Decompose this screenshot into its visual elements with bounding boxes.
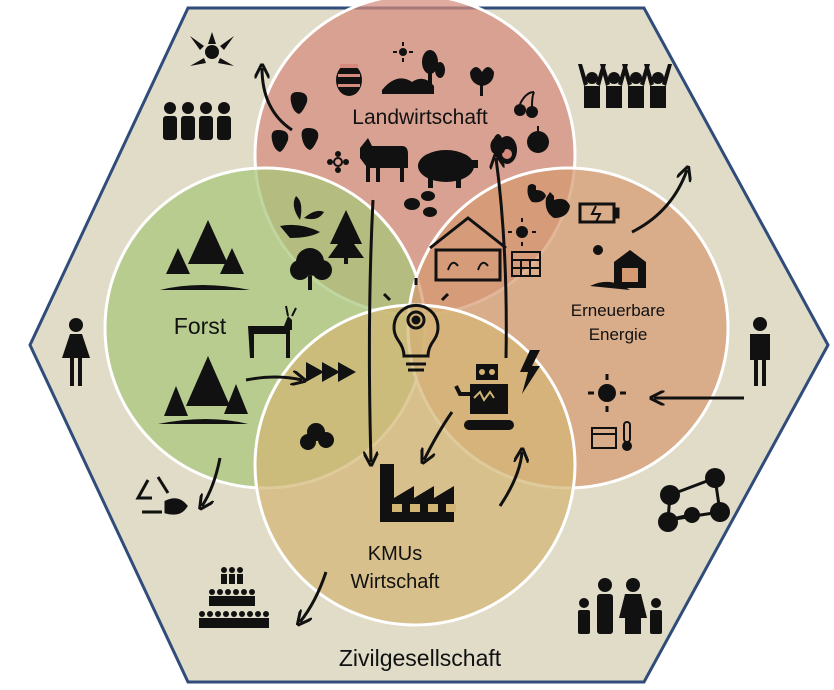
flower-icon [327, 151, 349, 173]
civil-society-label: Zivilgesellschaft [338, 645, 502, 671]
pear-icon [490, 134, 506, 155]
arrow-agri-to-sme [369, 199, 373, 462]
seedling-hand-icon [280, 196, 324, 238]
energy-label-line1: Erneuerbare [570, 301, 666, 320]
arrow-factory-to-robot [498, 452, 522, 507]
factory-icon [380, 464, 456, 522]
apple-icon [527, 126, 549, 153]
man-icon [750, 317, 770, 386]
flow-arrows [202, 68, 744, 622]
hands-circle-icon [190, 32, 234, 66]
arrow-sme-to-civil [300, 571, 328, 622]
deer-icon [248, 305, 297, 358]
lightning-icon [520, 350, 540, 394]
arrow-forest-logs [245, 377, 302, 380]
arrow-forest-to-civil [202, 457, 222, 506]
energy-label-line2: Energie [588, 325, 648, 344]
forest-icon [158, 356, 248, 424]
logs-icon [306, 362, 356, 382]
chicken-icon [527, 184, 546, 203]
smes-label: KMUs Wirtschaft [320, 540, 470, 596]
energy-label: Erneuerbare Energie [548, 299, 688, 347]
eggs-icon [404, 191, 437, 217]
smes-label-line1: KMUs [367, 543, 423, 565]
lightbulb-gear-icon [382, 278, 450, 372]
greenhouse-icon [429, 216, 507, 282]
family-icon [578, 578, 662, 634]
network-people-icon [658, 468, 730, 532]
recycle-icon [135, 476, 188, 515]
tree-icon [422, 50, 445, 84]
arrow-energy-to-civil [631, 170, 687, 234]
sun-icon [393, 42, 413, 62]
tree-round-icon [290, 248, 332, 290]
population-pyramid-icon [199, 567, 269, 628]
smes-label-line2: Wirtschaft [350, 571, 440, 593]
hills-icon [382, 78, 434, 94]
woman-icon [62, 318, 90, 386]
raised-hands-people-icon [578, 64, 672, 108]
forest-icon [160, 220, 250, 290]
rooster-icon [545, 192, 570, 218]
sun-icon [588, 374, 626, 412]
calendar-icon [591, 427, 617, 449]
agriculture-label: Landwirtschaft [352, 106, 488, 129]
tulip-icon [470, 67, 494, 96]
tree-pine-icon [328, 210, 364, 264]
robot-icon [454, 364, 514, 430]
strawberry-icon [271, 92, 319, 152]
calendar-icon [511, 251, 541, 277]
arrow-robot-to-agri [496, 158, 508, 359]
people-group-icon [163, 102, 231, 140]
sun-icon [508, 218, 536, 246]
pig-icon [418, 150, 478, 188]
battery-charging-icon [578, 202, 620, 224]
arrow-robot-to-factory [424, 411, 454, 460]
barn-icon [590, 250, 646, 290]
beehive-icon [336, 64, 362, 96]
cherries-icon [514, 91, 538, 118]
arrow-agri-to-civil [262, 68, 293, 132]
sun-icon [593, 245, 603, 255]
broccoli-tree-icon [300, 423, 334, 450]
forestry-label: Forst [173, 313, 227, 339]
goat-icon [360, 138, 408, 182]
thermometer-icon [622, 421, 632, 451]
